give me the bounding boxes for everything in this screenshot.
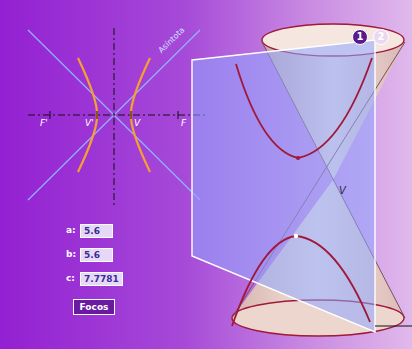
hyperbola-sketch xyxy=(28,28,205,205)
value-field: 5.6 xyxy=(80,224,113,238)
page-button-text: 2 xyxy=(378,32,385,42)
cutting-plane xyxy=(192,40,375,332)
vertex-label: V' xyxy=(85,119,94,128)
hyperbola-branch xyxy=(131,58,150,172)
value-field: 5.6 xyxy=(80,248,113,262)
asymptote-label: Asíntota xyxy=(157,26,186,55)
page-button-text: 1 xyxy=(357,32,364,42)
lower-hyperbola xyxy=(232,236,370,326)
value-field-text: 5.6 xyxy=(84,251,100,260)
value-field-text: 5.6 xyxy=(84,227,100,236)
upper-hyperbola xyxy=(236,58,372,158)
vertex-dot xyxy=(296,156,300,160)
focus-button-text: Focos xyxy=(80,303,109,312)
value-field-text: 7.7781 xyxy=(84,275,119,284)
parameter-label: c: xyxy=(66,274,75,283)
tick-marks xyxy=(50,111,178,119)
double-cone xyxy=(192,24,412,336)
parameter-label: b: xyxy=(66,250,76,259)
page-button: 2 xyxy=(373,29,389,45)
apex-label: V xyxy=(339,186,346,196)
axis xyxy=(114,28,115,205)
parameter-label: a: xyxy=(66,226,76,235)
focus-label: F xyxy=(181,119,186,128)
vertex-dot xyxy=(294,234,298,238)
vertex-label: V xyxy=(134,119,140,128)
focus-label: F' xyxy=(40,119,48,128)
value-field: 7.7781 xyxy=(80,272,123,286)
base-line xyxy=(375,325,412,326)
page-button: 1 xyxy=(352,29,368,45)
hyperbola-branch xyxy=(78,58,97,172)
focus-button: Focos xyxy=(73,299,115,315)
